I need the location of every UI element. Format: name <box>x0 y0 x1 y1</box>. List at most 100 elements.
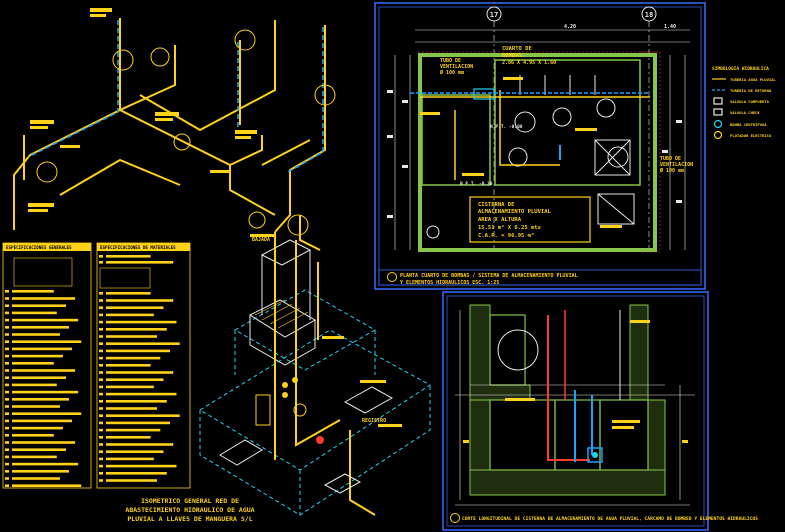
table-row-bullet <box>5 419 9 423</box>
legend-symbols <box>712 78 726 140</box>
table-row-bullet <box>99 299 103 302</box>
table-row-bullet <box>99 342 103 345</box>
legend-item-2: TUBERIA DE RETORNO <box>730 88 772 93</box>
table-row <box>106 443 174 446</box>
table-row <box>12 419 72 423</box>
table-row <box>12 326 69 329</box>
table-row <box>12 390 79 394</box>
table-row <box>106 371 174 374</box>
plan-room-label-1: CUARTO DE <box>502 46 532 52</box>
table-row <box>106 472 167 475</box>
table-row <box>106 421 170 425</box>
table-row <box>106 392 177 396</box>
table-row <box>106 428 161 432</box>
isometric-riser-pipes <box>274 232 376 516</box>
table-row <box>106 255 151 258</box>
section-labels <box>463 320 688 443</box>
table-row-bullet <box>99 371 103 374</box>
plan-vent-label-2b: VENTILACION <box>660 162 693 168</box>
legend-item-1: TUBERIA AGUA PLUVIAL <box>730 77 776 82</box>
plan-pumps <box>426 98 635 239</box>
section-pipes <box>547 310 621 462</box>
table-row-bullet <box>5 376 9 379</box>
section-caption-marker <box>450 513 460 523</box>
table-row <box>106 385 154 389</box>
plan-cistern-line-1: CISTERNA DE <box>478 202 514 208</box>
plan-caption-line-1: PLANTA CUARTO DE BOMBAS / SISTEMA DE ALM… <box>400 273 578 279</box>
table-row <box>106 299 174 302</box>
table-row-bullet <box>99 457 103 461</box>
plan-vent-label-2: VENTILACION <box>440 64 473 70</box>
table-row-bullet <box>99 255 103 258</box>
table-row <box>12 297 76 300</box>
table-row <box>12 333 60 336</box>
table-row <box>106 479 157 482</box>
table-row <box>12 290 54 293</box>
spec-table-right-rows <box>99 255 180 482</box>
table-row-bullet <box>99 349 103 353</box>
table-row-bullet <box>99 306 103 309</box>
table-row-bullet <box>5 347 9 351</box>
table-row <box>12 369 76 372</box>
isometric-registers <box>219 386 394 494</box>
table-row <box>12 455 57 459</box>
isometric-pump-equipment <box>255 377 324 444</box>
isometric-title-line-3: PLUVIAL A LLAVES DE MANGUERA S/L <box>127 515 252 523</box>
table-row-bullet <box>99 450 103 453</box>
table-row-bullet <box>5 477 9 480</box>
legend-item-3: VALVULA COMPUERTA <box>730 99 770 104</box>
table-row <box>12 304 66 307</box>
table-row <box>12 362 54 365</box>
plan-npt-2: N.P.T. -0.30 <box>460 181 493 187</box>
isometric-tank <box>248 239 317 366</box>
legend-title: SIMBOLOGIA HIDRAULICA <box>712 66 769 72</box>
table-row-bullet <box>5 326 9 329</box>
table-row-bullet <box>99 414 103 417</box>
plan-cistern <box>469 196 591 243</box>
table-row <box>106 292 151 295</box>
section-frame <box>442 291 709 531</box>
table-row <box>12 484 82 487</box>
table-row <box>12 354 63 358</box>
table-row <box>106 378 164 381</box>
section-pump <box>587 447 603 463</box>
table-row <box>106 335 157 338</box>
table-row <box>12 340 82 343</box>
table-row-bullet <box>5 470 9 473</box>
table-row-bullet <box>99 407 103 410</box>
table-row <box>12 398 69 401</box>
table-row <box>106 364 151 367</box>
table-row <box>12 347 72 351</box>
plan-vent-diam-b: Ø 100 mm <box>659 167 684 174</box>
table-row-bullet <box>5 398 9 401</box>
table-row <box>106 342 180 345</box>
legend-item-5: BOMBA CENTRIFUGA <box>730 122 767 127</box>
table-row-bullet <box>99 479 103 482</box>
plan-valve-box <box>473 88 495 100</box>
table-row-bullet <box>5 462 9 466</box>
table-row <box>106 407 157 410</box>
spec-table-left-header: ESPECIFICACIONES GENERALES <box>6 245 72 250</box>
table-row-bullet <box>99 428 103 432</box>
plan-vent-label-1b: TUBO DE <box>660 156 681 162</box>
spec-table-right <box>96 242 191 489</box>
table-row <box>106 400 167 403</box>
table-row <box>12 434 54 437</box>
table-row-bullet <box>5 441 9 444</box>
table-row <box>12 318 79 322</box>
plan-pipes <box>410 75 650 180</box>
isometric-pipe-network <box>13 18 326 251</box>
table-row-bullet <box>99 364 103 367</box>
table-row-bullet <box>99 320 103 324</box>
table-row <box>106 306 164 309</box>
table-row <box>106 414 180 417</box>
table-row-bullet <box>99 464 103 468</box>
isometric-cistern <box>199 289 431 516</box>
spec-table-left <box>2 242 92 489</box>
table-row-bullet <box>5 318 9 322</box>
plan-axis-right: 18 <box>645 11 653 19</box>
table-row-bullet <box>99 385 103 389</box>
isometric-tank-grid <box>254 299 309 329</box>
table-row <box>12 441 76 444</box>
table-row-bullet <box>5 354 9 358</box>
